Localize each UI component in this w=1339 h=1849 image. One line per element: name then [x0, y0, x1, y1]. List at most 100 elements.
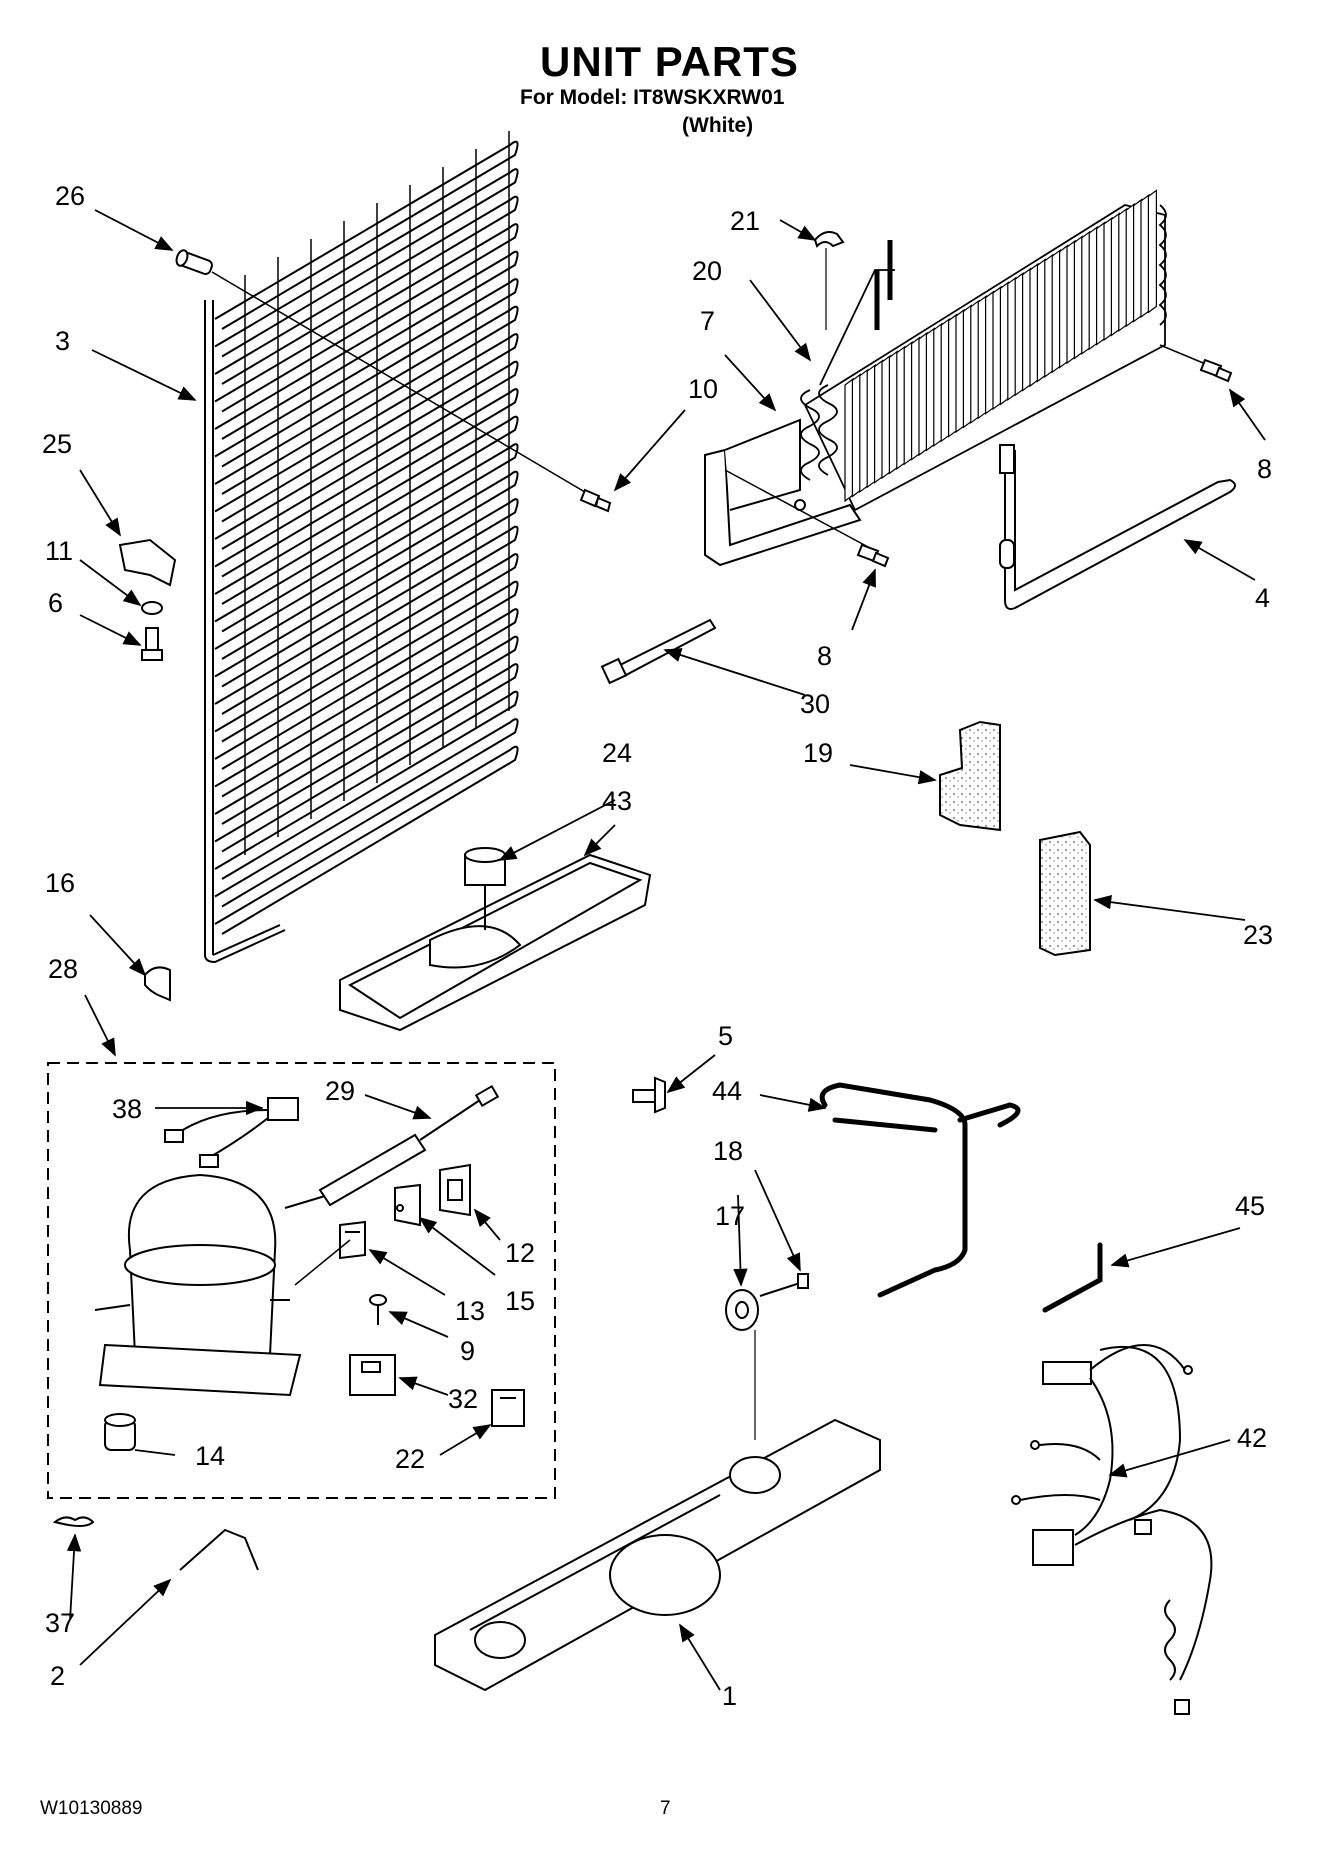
- callout-45: 45: [1235, 1191, 1265, 1221]
- page-title: UNIT PARTS: [540, 38, 799, 85]
- callout-24: 24: [602, 738, 632, 768]
- condenser-tube-segment: [214, 470, 519, 660]
- evaporator-fin: [874, 359, 884, 484]
- callout-26: 26: [55, 181, 85, 211]
- drain-fitting-24: [464, 847, 506, 886]
- evaporator-fin: [844, 377, 854, 503]
- bolt-26: [175, 249, 213, 275]
- condenser-tube-segment: [214, 690, 519, 880]
- drier-29: [284, 1084, 500, 1209]
- callout-30: 30: [800, 689, 830, 719]
- foam-block-23: [1039, 830, 1091, 957]
- screw-18: [759, 1273, 809, 1297]
- condenser-coil: [204, 131, 519, 964]
- overload-15: [394, 1183, 421, 1227]
- clip-16: [144, 966, 171, 1002]
- callout-38: 38: [112, 1094, 142, 1124]
- condenser-tube-segment: [214, 525, 519, 715]
- callout-29: 29: [325, 1076, 355, 1106]
- bracket-25: [118, 538, 177, 587]
- evaporator-fin: [859, 368, 869, 493]
- condenser-tube-segment: [214, 415, 519, 605]
- callout-21: 21: [730, 206, 760, 236]
- model-line: For Model: IT8WSKXRW01: [520, 86, 785, 109]
- condenser-tube-segment: [214, 223, 519, 413]
- clip-37: [52, 1516, 95, 1527]
- callout-15: 15: [505, 1286, 535, 1316]
- callout-2: 2: [50, 1661, 65, 1691]
- screw-10: [579, 488, 612, 513]
- evaporator-fin: [970, 299, 980, 424]
- callout-16: 16: [45, 868, 75, 898]
- cable-tie-30: [600, 618, 717, 685]
- callout-18: 18: [713, 1136, 743, 1166]
- condenser-tube-segment: [214, 195, 519, 385]
- condenser-tube-segment: [214, 250, 519, 440]
- callout-28: 28: [48, 954, 78, 984]
- callout-14: 14: [195, 1441, 225, 1471]
- screw-9: [369, 1294, 387, 1325]
- screw-8-left: [856, 543, 890, 568]
- compressor: [94, 1173, 302, 1397]
- evaporator-fin: [933, 322, 943, 447]
- screw-8-right: [1159, 344, 1233, 383]
- condenser-tube-segment: [214, 608, 519, 798]
- evaporator-fin: [1007, 276, 1017, 401]
- callout-6: 6: [48, 588, 63, 618]
- callout-37: 37: [45, 1608, 75, 1638]
- washer-11: [141, 601, 163, 615]
- page-number: 7: [660, 1798, 671, 1819]
- clip-21: [813, 231, 845, 248]
- evaporator-fin: [918, 331, 928, 457]
- callout-10: 10: [688, 374, 718, 404]
- grommet-5: [632, 1076, 666, 1114]
- callout-8-right: 8: [1257, 454, 1272, 484]
- screw-6: [141, 627, 163, 661]
- evaporator-fin: [948, 313, 958, 438]
- document-code: W10130889: [40, 1798, 143, 1819]
- callout-20: 20: [692, 256, 722, 286]
- callout-3: 3: [55, 326, 70, 356]
- callout-44: 44: [712, 1076, 742, 1106]
- evaporator-fin: [911, 336, 921, 461]
- callout-7: 7: [700, 306, 715, 336]
- wire-harness-42: [1011, 1344, 1213, 1715]
- condenser-tube-segment: [214, 168, 519, 358]
- callout-23: 23: [1243, 920, 1273, 950]
- evaporator-fin: [896, 345, 906, 470]
- evaporator-fin: [992, 285, 1002, 411]
- callout-43: 43: [602, 786, 632, 816]
- evaporator-fin: [881, 354, 891, 480]
- callout-32: 32: [448, 1384, 478, 1414]
- leader-lines: [66, 209, 1266, 1691]
- callout-42: 42: [1237, 1423, 1267, 1453]
- evaporator-fin: [1147, 189, 1157, 314]
- evaporator-fin: [985, 290, 995, 415]
- condenser-tube-segment: [214, 333, 519, 523]
- leader-14: [134, 1449, 176, 1456]
- callout-13: 13: [455, 1296, 485, 1326]
- condenser-tube-segment: [214, 635, 519, 825]
- evaporator-fin: [955, 308, 965, 434]
- condenser-tube-segment: [214, 360, 519, 550]
- relay-13: [339, 1220, 366, 1260]
- callout-labels: 26 3 25 11 6 10 21 20 7 8 8 4 30 19 23 2…: [42, 181, 1273, 1711]
- evaporator: [800, 189, 1167, 512]
- callout-19: 19: [803, 738, 833, 768]
- callout-25: 25: [42, 429, 72, 459]
- callout-5: 5: [718, 1021, 733, 1051]
- callout-17: 17: [715, 1201, 745, 1231]
- evaporator-bracket-7: [704, 418, 862, 567]
- callout-8-left: 8: [817, 641, 832, 671]
- connector-22: [491, 1389, 525, 1427]
- base-pan-1: [434, 1418, 881, 1692]
- tube-2: [179, 1528, 259, 1571]
- roller-17: [725, 1289, 759, 1331]
- condenser-tube-segment: [214, 663, 519, 853]
- tube-45: [1042, 1242, 1103, 1313]
- callout-22: 22: [395, 1444, 425, 1474]
- compressor-kit-box: [47, 1062, 556, 1499]
- callout-4: 4: [1255, 583, 1270, 613]
- leader-compressor-relay: [294, 1239, 351, 1286]
- capacitor-32: [349, 1354, 396, 1396]
